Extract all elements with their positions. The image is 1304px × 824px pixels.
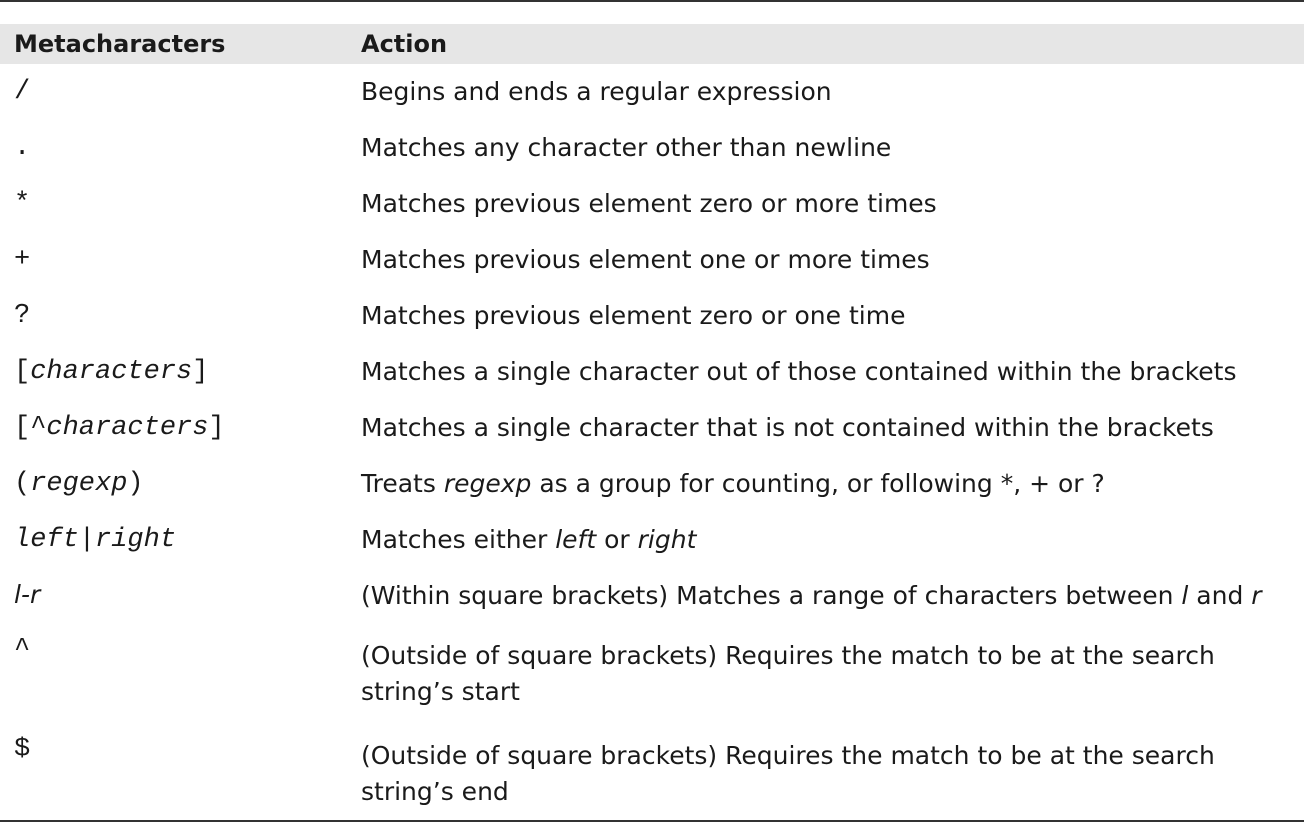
table-row: + Matches previous element one or more t… [0,232,1304,288]
table-row: left|right Matches either left or right [0,512,1304,568]
meta-cell: [characters] [0,344,347,400]
table-row: ^ (Outside of square brackets) Requires … [0,624,1304,724]
meta-italic: regexp [30,469,128,499]
meta-range-start: l [14,580,21,609]
meta-cell: + [14,245,31,275]
action-cell: Treats regexp as a group for counting, o… [347,456,1304,512]
action-italic: regexp [443,469,532,498]
meta-cell: ^ [14,635,31,665]
header-metacharacters: Metacharacters [0,24,347,64]
metacharacters-table: Metacharacters Action / Begins and ends … [0,24,1304,824]
meta-cell: * [14,189,31,219]
header-action: Action [347,24,1304,64]
meta-prefix: ( [14,469,31,499]
action-italic-left: left [555,525,597,554]
bottom-rule [0,820,1304,822]
meta-italic: characters [30,357,193,387]
table-header-row: Metacharacters Action [0,24,1304,64]
table-row: * Matches previous element zero or more … [0,176,1304,232]
meta-separator: | [78,525,96,555]
meta-italic-left: left [14,525,79,555]
meta-cell: (regexp) [0,456,347,512]
action-cell: Matches either left or right [347,512,1304,568]
action-suffix: as a group for counting, or following *,… [531,469,1105,498]
action-prefix: Treats [361,469,444,498]
table-row: (regexp) Treats regexp as a group for co… [0,456,1304,512]
table-row: l-r (Within square brackets) Matches a r… [0,568,1304,624]
meta-suffix: ) [127,469,144,499]
meta-italic: characters [46,413,209,443]
table-row: / Begins and ends a regular expression [0,64,1304,120]
meta-cell: l-r [0,568,347,624]
action-prefix: (Within square brackets) Matches a range… [361,581,1182,610]
meta-suffix: ] [208,413,225,443]
meta-prefix: [ [14,357,31,387]
action-cell: (Outside of square brackets) Requires th… [361,741,1215,806]
action-cell: (Within square brackets) Matches a range… [347,568,1304,624]
action-italic-l: l [1181,581,1189,610]
meta-range-dash: - [20,580,30,609]
table-row: ? Matches previous element zero or one t… [0,288,1304,344]
meta-cell: . [14,133,31,163]
table-row: $ (Outside of square brackets) Requires … [0,724,1304,824]
action-cell: Matches any character other than newline [361,133,892,162]
meta-suffix: ] [192,357,209,387]
meta-cell: $ [14,735,31,765]
table-row: [^characters] Matches a single character… [0,400,1304,456]
meta-cell: left|right [0,512,347,568]
action-italic-right: right [637,525,697,554]
meta-range-end: r [29,580,41,609]
action-cell: Matches previous element zero or one tim… [361,301,906,330]
meta-cell: / [14,77,31,107]
action-cell: Begins and ends a regular expression [361,77,832,106]
meta-cell: [^characters] [0,400,347,456]
meta-cell: ? [14,301,31,331]
action-cell: Matches previous element zero or more ti… [361,189,937,218]
action-cell: (Outside of square brackets) Requires th… [361,641,1215,706]
action-middle: or [596,525,638,554]
meta-italic-right: right [95,525,177,555]
action-italic-r: r [1251,581,1262,610]
action-cell: Matches previous element one or more tim… [361,245,930,274]
action-cell: Matches a single character that is not c… [361,413,1214,442]
table-row: [characters] Matches a single character … [0,344,1304,400]
action-middle: and [1188,581,1252,610]
table-row: . Matches any character other than newli… [0,120,1304,176]
action-cell: Matches a single character out of those … [361,357,1237,386]
top-rule [0,0,1304,2]
action-prefix: Matches either [361,525,556,554]
meta-prefix: [^ [14,413,47,443]
